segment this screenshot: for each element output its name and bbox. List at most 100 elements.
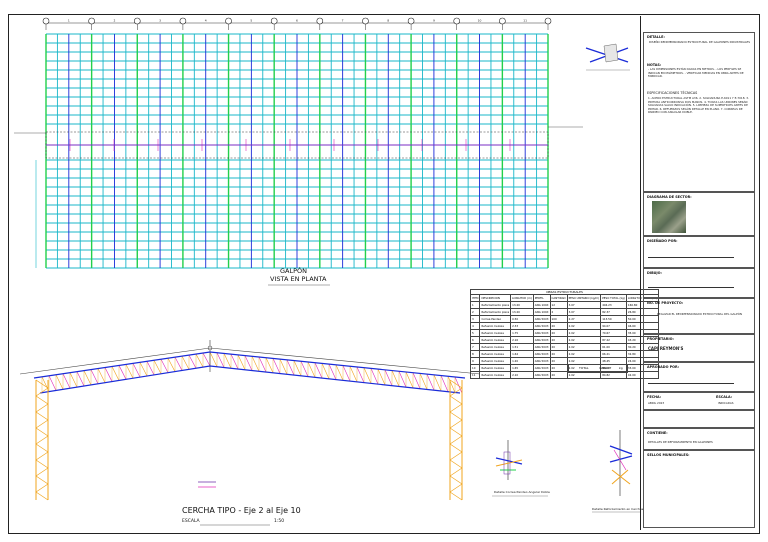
truss-web-diagonal: [209, 351, 218, 367]
table-cell: ANG 100X: [532, 301, 551, 309]
table-cell: 20: [549, 357, 568, 365]
table-cell: Refuerzo Celosia: [479, 329, 512, 337]
tb-scale-label: ESCALA:: [716, 395, 733, 399]
truss-web-diagonal: [244, 355, 253, 371]
table-cell: 3: [469, 315, 481, 323]
column-lacing: [449, 467, 463, 477]
truss-web-diagonal: [76, 371, 85, 387]
truss-web-diagonal: [195, 353, 204, 368]
truss-web-diagonal: [384, 369, 393, 386]
column-lacing: [35, 443, 49, 453]
table-cell: ANG 50X3: [532, 329, 551, 337]
column-lacing: [449, 459, 463, 469]
table-cell: 20: [549, 350, 568, 358]
table-cell: Correa Pandeo: [479, 315, 512, 323]
tb-location-section: DIAGRAMA DE SECTOR:: [643, 192, 755, 236]
total-value: 1269.17: [599, 366, 612, 370]
table-cell: 100: [549, 315, 568, 323]
table-cell: 2: [549, 308, 568, 316]
truss-web-diagonal: [321, 363, 330, 379]
column-lacing: [449, 419, 463, 429]
schedule-header-cell: DESCRIPCION: [479, 294, 512, 302]
table-cell: ANG 50X3: [532, 343, 551, 351]
truss-scale-label: ESCALA: [182, 519, 200, 524]
truss-web-diagonal: [230, 354, 239, 370]
table-cell: Reforzamiento placa: [479, 301, 512, 309]
truss-web-diagonal: [426, 374, 435, 391]
truss-web-diagonal: [342, 365, 351, 382]
table-cell: ANG 50X3: [532, 315, 551, 323]
tb-contents-text: DETALLES DE REFORZAMIENTO EN GALPONES: [648, 440, 713, 444]
table-cell: 1.65: [510, 364, 534, 372]
tb-date-label: FECHA:: [647, 395, 662, 399]
truss-web-diagonal: [349, 366, 358, 382]
column-lacing: [35, 403, 49, 413]
truss-web-diagonal: [251, 356, 260, 372]
truss-web-diagonal: [307, 361, 316, 378]
tb-project-text: REALIZAR EL REDIMENSIONADO ESTRUCTURAL D…: [656, 312, 743, 316]
total-unit: kg: [619, 366, 623, 370]
truss-web-diagonal: [83, 370, 92, 386]
axis-bubble: [362, 17, 369, 25]
truss-web-diagonal: [265, 357, 274, 373]
axis-label: 5: [250, 19, 252, 23]
table-cell: 20: [549, 371, 568, 379]
truss-web-diagonal: [167, 358, 176, 372]
truss-roof-line: [19, 347, 481, 375]
table-cell: 2.02: [566, 329, 602, 337]
truss-web-diagonal: [146, 361, 155, 376]
truss-webs: [41, 340, 463, 394]
table-cell: 20: [549, 343, 568, 351]
truss-elevation: [19, 284, 481, 526]
truss-scale-value: 1:50: [274, 519, 285, 524]
truss-bottom-chord: [39, 365, 461, 394]
truss-top-chord: [33, 351, 466, 379]
table-cell: ANG 50X3: [532, 322, 551, 330]
axis-label: 10: [478, 19, 482, 23]
truss-web-diagonal: [391, 370, 400, 387]
plan-title: GALPÓN: [280, 267, 308, 275]
column-lacing: [35, 459, 49, 469]
axis-bubble: [316, 17, 324, 25]
column-lacing: [35, 483, 49, 493]
table-cell: 1: [469, 301, 481, 309]
tb-seal-section: SELLOS MUNICIPALES:: [643, 450, 755, 528]
table-cell: 2.02: [566, 350, 602, 358]
truss-web-diagonal: [314, 362, 323, 379]
table-cell: 2.02: [566, 343, 602, 351]
truss-web-diagonal: [405, 371, 414, 389]
tb-date-section: FECHA: ABRIL 2023 ESCALA: INDICADAS: [643, 392, 755, 410]
table-cell: 13.40: [510, 301, 534, 309]
table-cell: 2.02: [566, 322, 602, 330]
table-cell: 6: [469, 336, 481, 344]
tb-notes-label: NOTAS:: [647, 63, 662, 67]
truss-web-diagonal: [111, 366, 120, 381]
tb-specs-text: 1. ACERO ESTRUCTURAL ASTM A36. 2. SOLDAD…: [648, 96, 749, 115]
table-cell: 11: [469, 371, 481, 379]
table-cell: 2.27: [566, 315, 602, 323]
column-lacing: [449, 379, 463, 389]
column-lacing: [449, 443, 463, 453]
column-lacing: [35, 411, 49, 421]
tb-drawn-section: DIBUJO:: [643, 268, 755, 298]
tb-date-value: ABRIL 2023: [648, 401, 665, 405]
column-lacing: [35, 395, 49, 405]
table-cell: 7: [469, 343, 481, 351]
table-cell: Refuerzo Celosia: [479, 343, 512, 351]
column-lacing: [35, 379, 49, 389]
table-cell: 113.50: [600, 315, 627, 323]
truss-web-diagonal: [433, 374, 442, 392]
column-lacing: [449, 403, 463, 413]
truss-web-diagonal: [447, 376, 456, 393]
tb-sheet-section: [643, 410, 755, 428]
truss-web-diagonal: [237, 354, 246, 370]
table-cell: 8: [469, 350, 481, 358]
truss-web-diagonal: [272, 358, 281, 374]
truss-web-diagonal: [454, 376, 463, 394]
table-cell: Refuerzo Celosia: [479, 350, 512, 358]
